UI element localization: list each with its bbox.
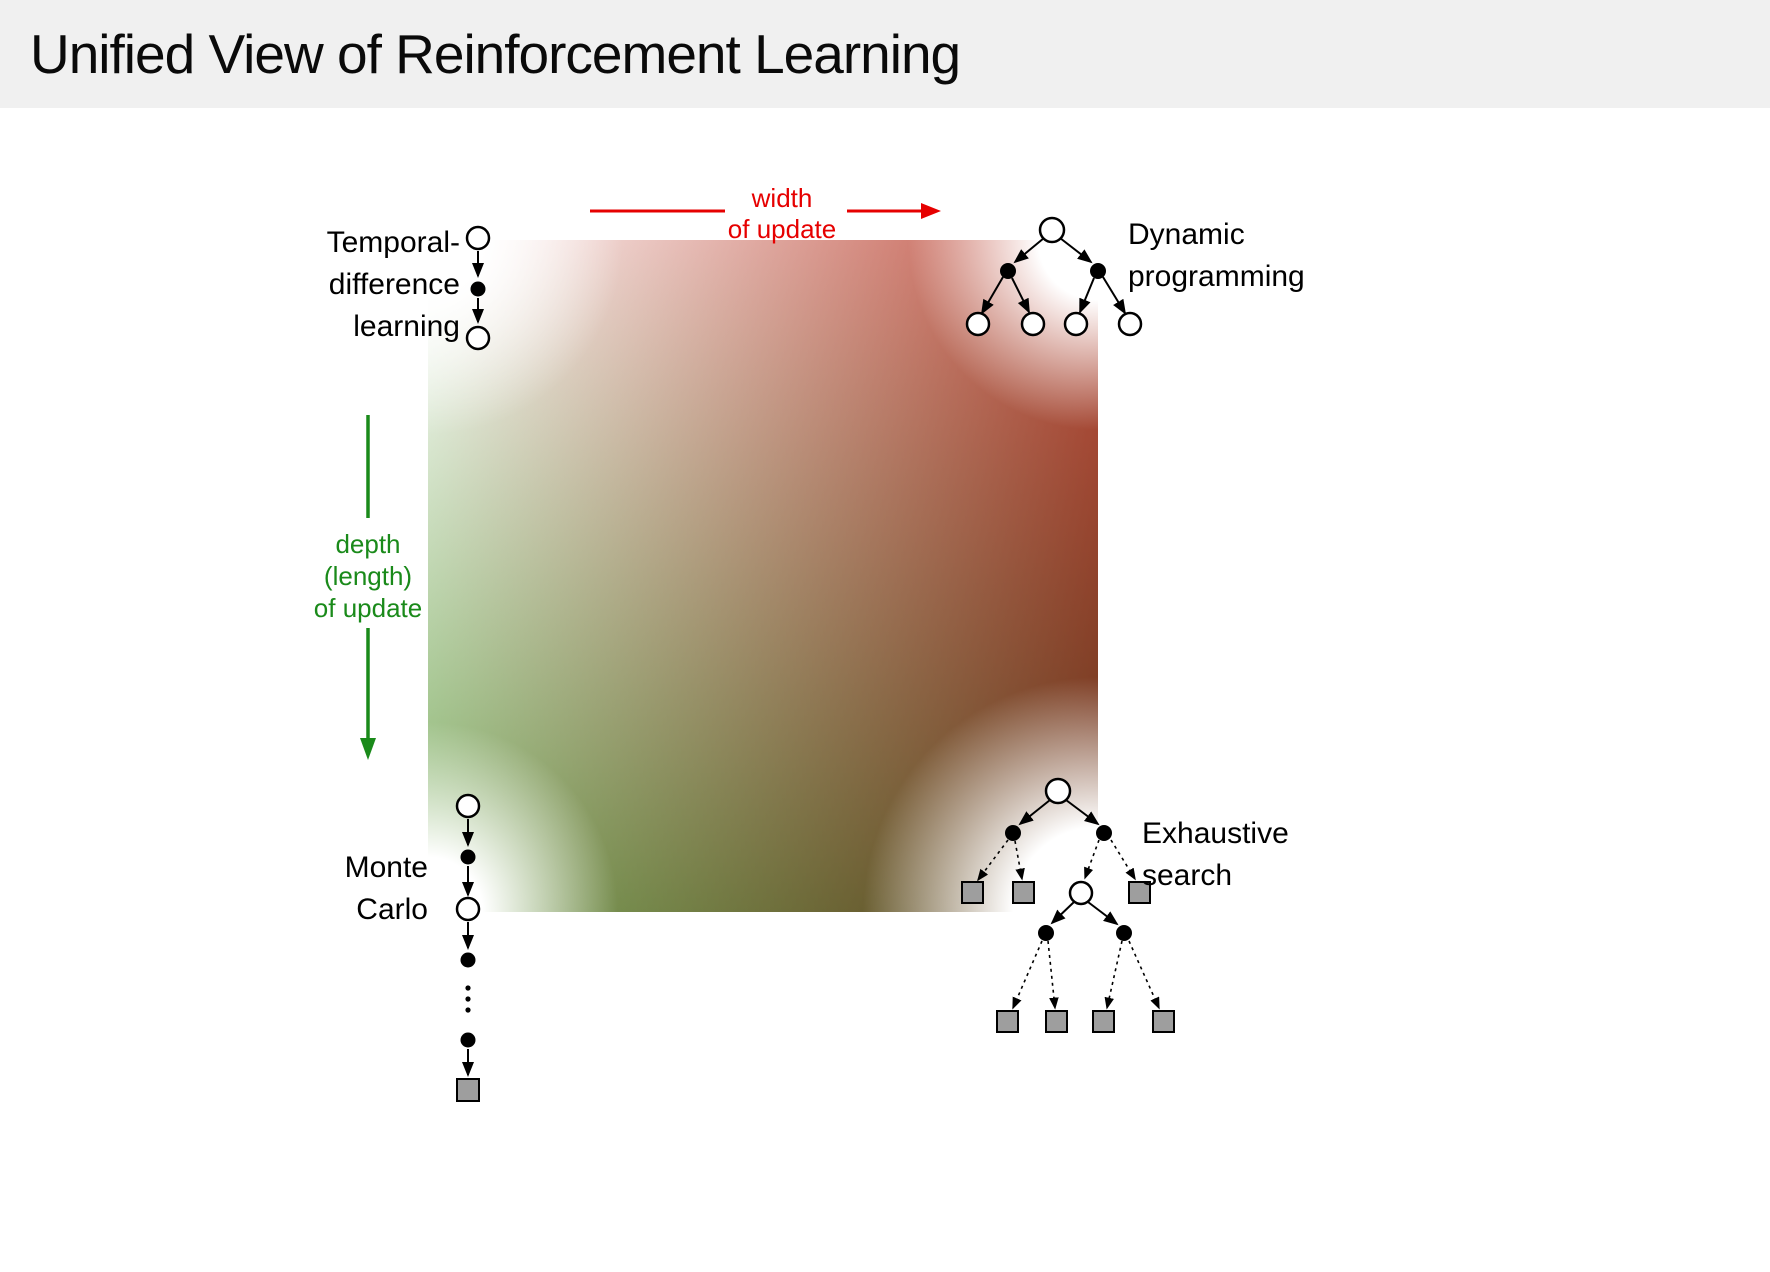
width-axis-label-line1: width <box>751 183 813 213</box>
es-dashed-edge <box>1110 839 1136 881</box>
state-circle-icon <box>465 225 491 251</box>
state-circle-icon <box>1044 777 1072 805</box>
terminal-square-icon <box>1012 881 1035 904</box>
action-dot-icon <box>1000 263 1016 279</box>
dp-edge <box>980 276 1004 315</box>
depth-axis-label-line3: of update <box>313 593 423 623</box>
action-dot-icon <box>1096 825 1112 841</box>
mc-backup-diagram <box>455 793 481 1102</box>
es-edge <box>1087 901 1119 926</box>
terminal-square-icon <box>996 1010 1019 1033</box>
title-bar: Unified View of Reinforcement Learning <box>0 0 1770 108</box>
action-dot-icon <box>1005 825 1021 841</box>
state-circle-icon <box>1117 311 1143 337</box>
es-edge <box>1018 799 1051 826</box>
width-arrow <box>590 203 941 219</box>
dp-edge <box>1011 277 1030 314</box>
es-dashed-edge <box>1012 940 1043 1010</box>
dp-label-line2: programming <box>1128 260 1305 293</box>
depth-arrow <box>360 415 376 760</box>
action-dot-icon <box>1116 925 1132 941</box>
es-dashed-edge <box>1128 940 1160 1010</box>
dp-edge <box>1059 237 1093 264</box>
es-label-line2: search <box>1142 859 1233 892</box>
es-dashed-edge <box>1084 839 1100 880</box>
depth-arrowhead-icon <box>360 738 376 760</box>
terminal-square-icon <box>1128 881 1151 904</box>
state-circle-icon <box>455 896 481 922</box>
dp-label-line1: Dynamic <box>1128 218 1245 251</box>
td-label-line1: Temporal- <box>326 226 460 259</box>
es-dashed-edge <box>1014 840 1025 881</box>
es-label: Exhaustive search <box>1142 813 1342 897</box>
td-label: Temporal- difference learning <box>295 222 460 348</box>
terminal-square-icon <box>1152 1010 1175 1033</box>
terminal-square-icon <box>961 881 984 904</box>
es-edge <box>1065 799 1100 826</box>
terminal-square-icon <box>456 1078 480 1102</box>
depth-axis-label: depth (length) of update <box>268 528 468 624</box>
state-circle-icon <box>1063 311 1089 337</box>
ellipsis-dot-icon <box>465 985 471 991</box>
terminal-square-icon <box>1045 1010 1068 1033</box>
width-axis-label: width of update <box>682 183 882 245</box>
dp-edge <box>1013 237 1045 264</box>
state-circle-icon <box>1038 216 1066 244</box>
action-dot-icon <box>1038 925 1054 941</box>
update-space-gradient <box>428 240 1098 912</box>
td-label-line3: learning <box>353 310 460 343</box>
action-dot-icon <box>460 849 476 865</box>
state-circle-icon <box>1020 311 1046 337</box>
slide-title: Unified View of Reinforcement Learning <box>30 23 961 85</box>
action-dot-icon <box>1090 263 1106 279</box>
es-label-line1: Exhaustive <box>1142 817 1289 850</box>
width-axis-label-line2: of update <box>727 214 837 244</box>
state-circle-icon <box>1068 880 1094 906</box>
mc-label: Monte Carlo <box>280 847 428 931</box>
mc-label-line1: Monte <box>344 851 428 884</box>
dp-edge <box>1102 276 1127 315</box>
es-dashed-edge <box>1104 940 1123 1010</box>
ellipsis-dot-icon <box>465 996 471 1002</box>
state-circle-icon <box>965 311 991 337</box>
dp-label: Dynamic programming <box>1128 214 1358 298</box>
exhaustive-search-diagram <box>961 777 1175 1033</box>
es-dashed-edge <box>977 839 1009 882</box>
action-dot-icon <box>470 281 486 297</box>
td-label-line2: difference <box>328 268 460 301</box>
state-circle-icon <box>455 793 481 819</box>
dp-backup-diagram <box>965 216 1143 337</box>
depth-axis-label-line1: depth <box>335 529 401 559</box>
width-arrowhead-icon <box>921 203 941 219</box>
es-dashed-edge <box>1047 940 1059 1010</box>
terminal-square-icon <box>1092 1010 1115 1033</box>
action-dot-icon <box>460 952 476 968</box>
ellipsis-dot-icon <box>465 1007 471 1013</box>
depth-axis-label-line2: (length) <box>323 561 413 591</box>
td-backup-diagram <box>465 225 491 351</box>
dp-edge <box>1079 277 1095 314</box>
action-dot-icon <box>460 1032 476 1048</box>
mc-label-line2: Carlo <box>356 893 428 926</box>
state-circle-icon <box>465 325 491 351</box>
es-edge <box>1050 901 1075 925</box>
